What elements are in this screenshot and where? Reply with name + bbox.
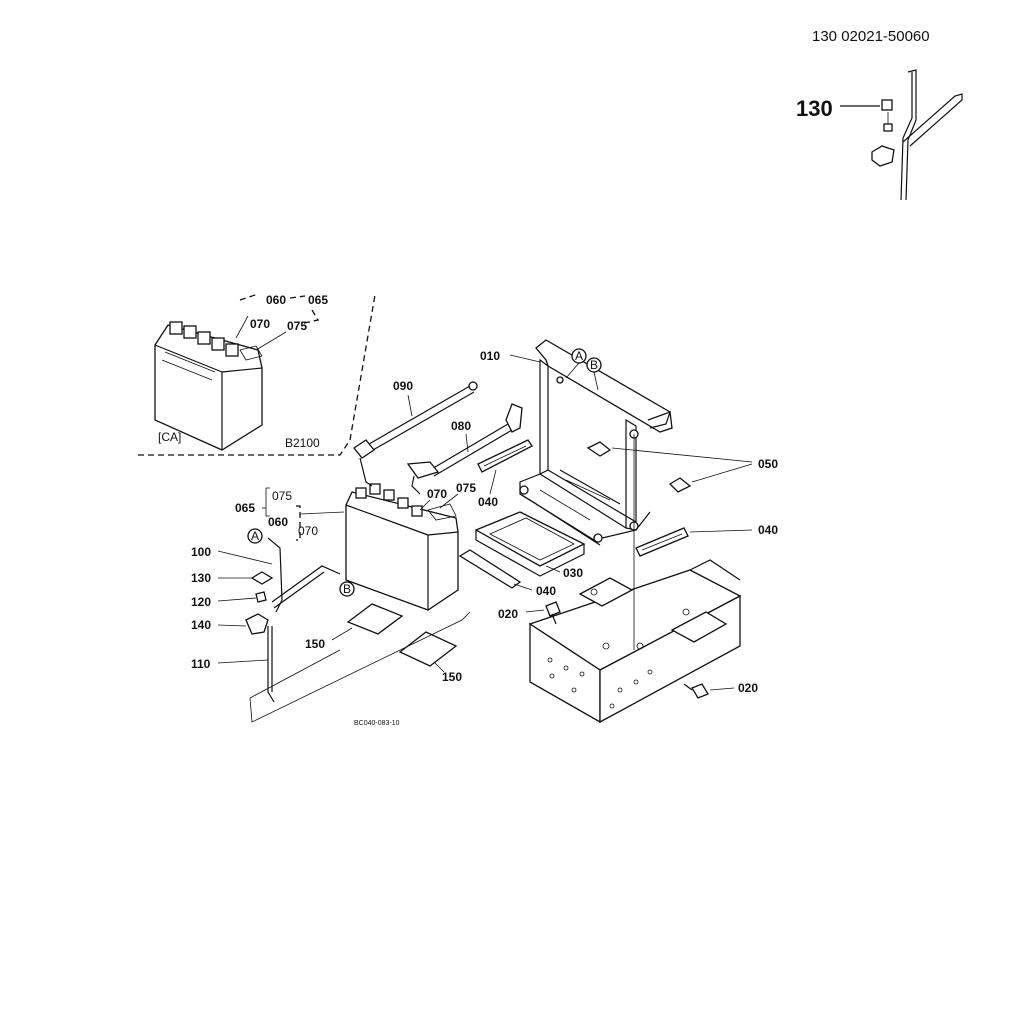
- label-sticker-150-b: 150: [398, 631, 462, 684]
- battery-holder-assembly: 100 130 120 140 110: [191, 537, 471, 723]
- callout-120: 120: [191, 595, 211, 609]
- callout-010: 010: [480, 349, 500, 363]
- callout-140: 140: [191, 618, 211, 632]
- callout-075-main: 075: [456, 481, 476, 495]
- battery-main: 070 075: [345, 481, 476, 611]
- cable-090: 090: [353, 379, 478, 487]
- marker-b-frame: B: [586, 357, 602, 391]
- label-sticker-150-a: 150: [305, 603, 404, 651]
- label-b2100: B2100: [285, 436, 320, 450]
- pads-050: 050: [586, 441, 778, 493]
- callout-150-a: 150: [305, 637, 325, 651]
- main-frame-channel: [528, 559, 742, 724]
- drawing-number: BC040-083-10: [354, 720, 400, 727]
- svg-text:B: B: [590, 358, 598, 372]
- cushion-040-right: 040: [635, 523, 778, 557]
- callout-080: 080: [451, 419, 471, 433]
- battery-ca-variant: [CA] B2100 060 065 070 075: [138, 293, 376, 456]
- bracket-group-065: 065 075 060 070: [235, 487, 345, 541]
- callout-020-left: 020: [498, 607, 518, 621]
- svg-text:A: A: [251, 529, 259, 543]
- callout-040-right: 040: [758, 523, 778, 537]
- callout-040-upper: 040: [478, 495, 498, 509]
- callout-065-ca: 065: [308, 293, 328, 307]
- cushion-040-upper: 040: [477, 439, 533, 509]
- svg-text:A: A: [575, 349, 583, 363]
- callout-110: 110: [191, 657, 211, 671]
- callout-070-main: 070: [427, 487, 447, 501]
- callout-060-main: 060: [268, 515, 288, 529]
- callout-150-b: 150: [442, 670, 462, 684]
- cushion-040-lower: 040: [458, 549, 556, 598]
- callout-075-ca: 075: [287, 319, 307, 333]
- callout-070-ca: 070: [250, 317, 270, 331]
- callout-060-ca: 060: [266, 293, 286, 307]
- inset-detail-130: 130: [796, 69, 963, 201]
- tray-030: 030: [474, 511, 586, 580]
- label-ca: [CA]: [158, 430, 181, 444]
- callout-020-right: 020: [738, 681, 758, 695]
- catalog-code: 130 02021-50060: [812, 28, 930, 45]
- callout-030: 030: [563, 566, 583, 580]
- inset-callout-130: 130: [796, 96, 833, 121]
- marker-b-rod: B: [339, 581, 355, 597]
- marker-a-frame: A: [565, 348, 587, 379]
- callout-130: 130: [191, 571, 211, 585]
- cable-080: 080: [406, 403, 523, 495]
- frame-010: 010: [480, 339, 673, 546]
- callout-070-bracket: 070: [298, 524, 318, 538]
- callout-065-main: 065: [235, 501, 255, 515]
- callout-090: 090: [393, 379, 413, 393]
- callout-100: 100: [191, 545, 211, 559]
- callout-075-bracket: 075: [272, 489, 292, 503]
- callout-040-lower: 040: [536, 584, 556, 598]
- svg-text:B: B: [343, 582, 351, 596]
- callout-050: 050: [758, 457, 778, 471]
- marker-a-rod: A: [247, 528, 263, 544]
- bolt-020-left: 020: [498, 601, 561, 625]
- bolt-020-right: 020: [683, 681, 758, 699]
